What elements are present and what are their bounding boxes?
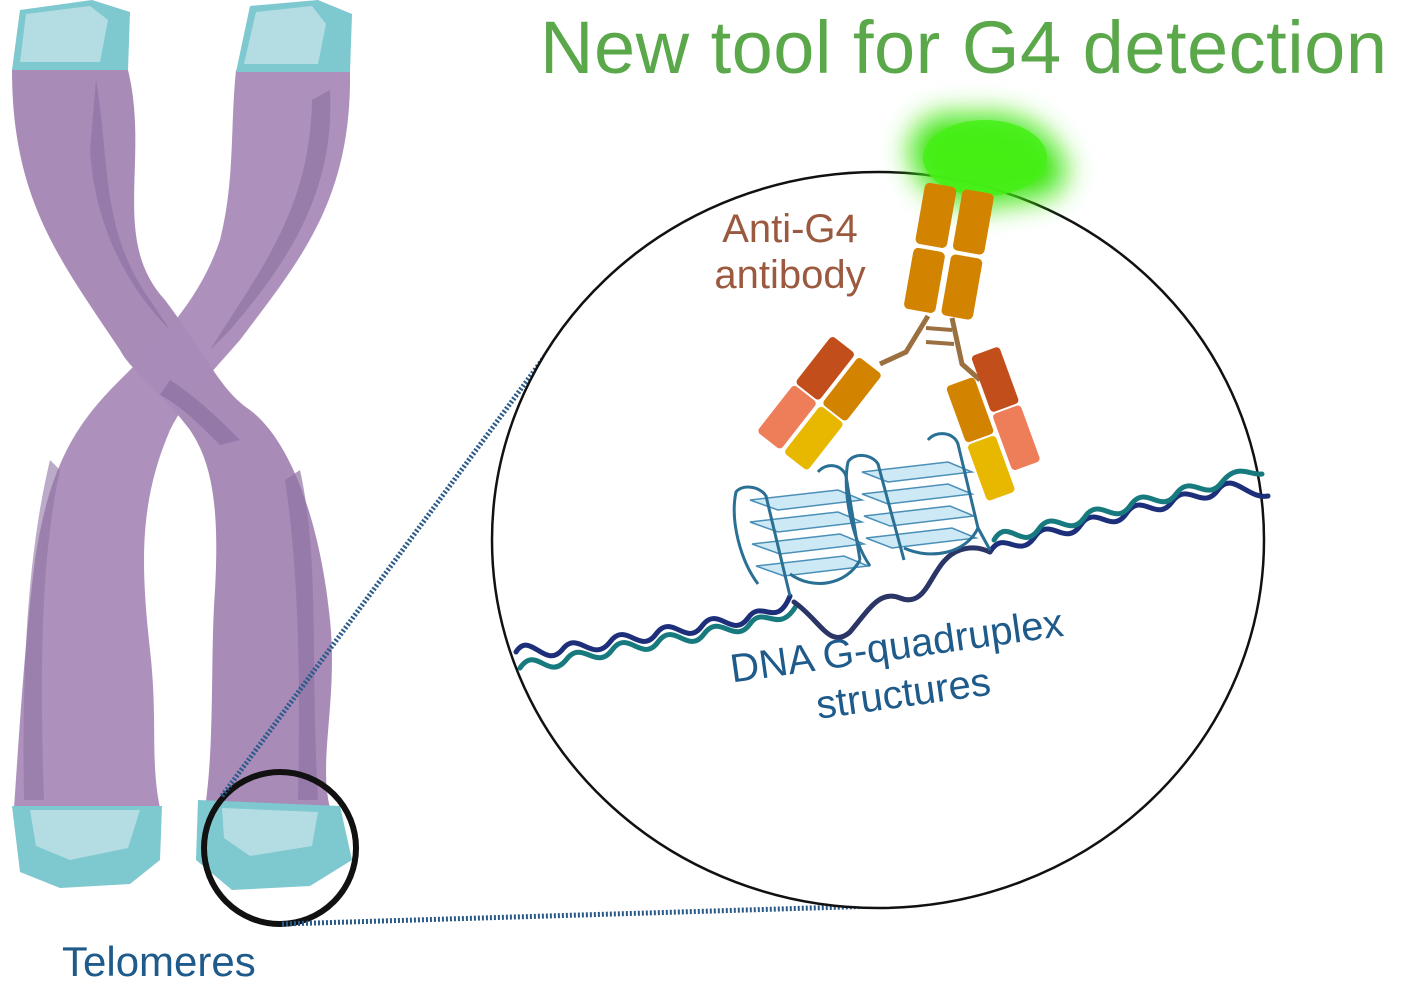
g-quadruplex-2 — [844, 432, 992, 567]
chromosome-icon — [12, 0, 352, 890]
page-title: New tool for G4 detection — [540, 6, 1388, 89]
antibody-label-line1: Anti-G4 — [722, 207, 858, 251]
g-quadruplex-1 — [732, 464, 871, 597]
chromatid-right — [14, 70, 351, 808]
antibody-icon — [758, 114, 1066, 501]
g-quadruplex-icon — [732, 432, 992, 597]
chromatid-left — [12, 70, 332, 808]
telomere-icon — [12, 0, 352, 890]
dna-left-strand-b — [517, 603, 799, 671]
telomeres-label: Telomeres — [62, 938, 256, 985]
antibody-label: Anti-G4 antibody — [690, 206, 890, 298]
telomere-highlight-circle — [201, 769, 359, 927]
zoom-lines — [219, 312, 879, 927]
dna-left-strand-a — [513, 593, 793, 659]
dna-single-strand — [791, 545, 993, 640]
antibody-label-line2: antibody — [714, 253, 866, 297]
dna-right-strand-b — [991, 468, 1265, 543]
dna-right-strand-a — [987, 480, 1271, 555]
dna-helix-icon — [513, 468, 1271, 671]
